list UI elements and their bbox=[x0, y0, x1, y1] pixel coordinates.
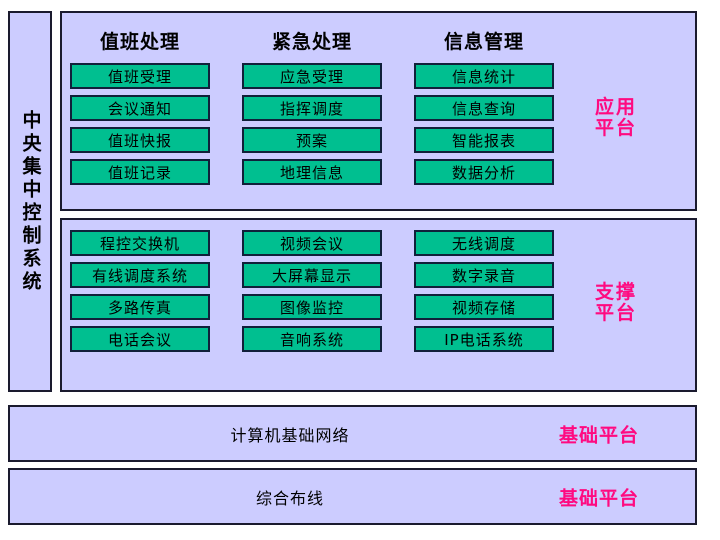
central-control-system-sidebar: 中央集中控制系统 bbox=[8, 11, 52, 392]
list-item[interactable]: 图像监控 bbox=[242, 294, 382, 320]
list-item[interactable]: 有线调度系统 bbox=[70, 262, 210, 288]
list-item[interactable]: 数据分析 bbox=[414, 159, 554, 185]
support-platform-caption-line-2: 平台 bbox=[594, 302, 637, 325]
list-item[interactable]: 大屏幕显示 bbox=[242, 262, 382, 288]
list-item[interactable]: 预案 bbox=[242, 127, 382, 153]
list-item[interactable]: 值班快报 bbox=[70, 127, 210, 153]
structured-cabling-title: 综合布线 bbox=[255, 488, 324, 508]
support-column-switching: 程控交换机 有线调度系统 多路传真 电话会议 bbox=[70, 230, 210, 358]
network-infrastructure-caption: 基础平台 bbox=[558, 424, 639, 446]
support-column-communication: 无线调度 数字录音 视频存储 IP电话系统 bbox=[414, 230, 554, 358]
list-item[interactable]: 程控交换机 bbox=[70, 230, 210, 256]
structured-cabling-bar: 综合布线 基础平台 bbox=[8, 468, 697, 525]
list-item[interactable]: 信息查询 bbox=[414, 95, 554, 121]
list-item[interactable]: 智能报表 bbox=[414, 127, 554, 153]
list-item[interactable]: 多路传真 bbox=[70, 294, 210, 320]
support-platform-caption: 支撑 平台 bbox=[561, 281, 671, 325]
list-item[interactable]: 音响系统 bbox=[242, 326, 382, 352]
application-column-duty: 值班受理 会议通知 值班快报 值班记录 bbox=[70, 63, 210, 191]
column-header-emergency: 紧急处理 bbox=[271, 31, 352, 53]
list-item[interactable]: 电话会议 bbox=[70, 326, 210, 352]
list-item[interactable]: 地理信息 bbox=[242, 159, 382, 185]
list-item[interactable]: 无线调度 bbox=[414, 230, 554, 256]
list-item[interactable]: 信息统计 bbox=[414, 63, 554, 89]
list-item[interactable]: 视频存储 bbox=[414, 294, 554, 320]
network-infrastructure-title: 计算机基础网络 bbox=[230, 425, 350, 445]
application-platform-caption-line-2: 平台 bbox=[594, 117, 637, 140]
list-item[interactable]: 值班受理 bbox=[70, 63, 210, 89]
application-platform-caption-line-1: 应用 bbox=[594, 96, 637, 118]
list-item[interactable]: 值班记录 bbox=[70, 159, 210, 185]
list-item[interactable]: 视频会议 bbox=[242, 230, 382, 256]
network-infrastructure-bar: 计算机基础网络 基础平台 bbox=[8, 405, 697, 462]
structured-cabling-caption: 基础平台 bbox=[558, 487, 639, 509]
support-column-video: 视频会议 大屏幕显示 图像监控 音响系统 bbox=[242, 230, 382, 358]
application-platform-panel: 值班处理 紧急处理 信息管理 值班受理 会议通知 值班快报 值班记录 应急受理 … bbox=[60, 11, 697, 211]
list-item[interactable]: 指挥调度 bbox=[242, 95, 382, 121]
support-platform-panel: 程控交换机 有线调度系统 多路传真 电话会议 视频会议 大屏幕显示 图像监控 音… bbox=[60, 218, 697, 392]
list-item[interactable]: 应急受理 bbox=[242, 63, 382, 89]
list-item[interactable]: 会议通知 bbox=[70, 95, 210, 121]
application-column-information: 信息统计 信息查询 智能报表 数据分析 bbox=[414, 63, 554, 191]
list-item[interactable]: 数字录音 bbox=[414, 262, 554, 288]
support-platform-caption-line-1: 支撑 bbox=[594, 281, 637, 303]
list-item[interactable]: IP电话系统 bbox=[414, 326, 554, 352]
application-column-headers: 值班处理 紧急处理 信息管理 bbox=[62, 13, 695, 57]
column-header-duty: 值班处理 bbox=[99, 31, 180, 53]
sidebar-label: 中央集中控制系统 bbox=[19, 109, 42, 294]
application-platform-caption: 应用 平台 bbox=[561, 96, 671, 140]
column-header-information: 信息管理 bbox=[443, 31, 524, 53]
application-column-emergency: 应急受理 指挥调度 预案 地理信息 bbox=[242, 63, 382, 191]
